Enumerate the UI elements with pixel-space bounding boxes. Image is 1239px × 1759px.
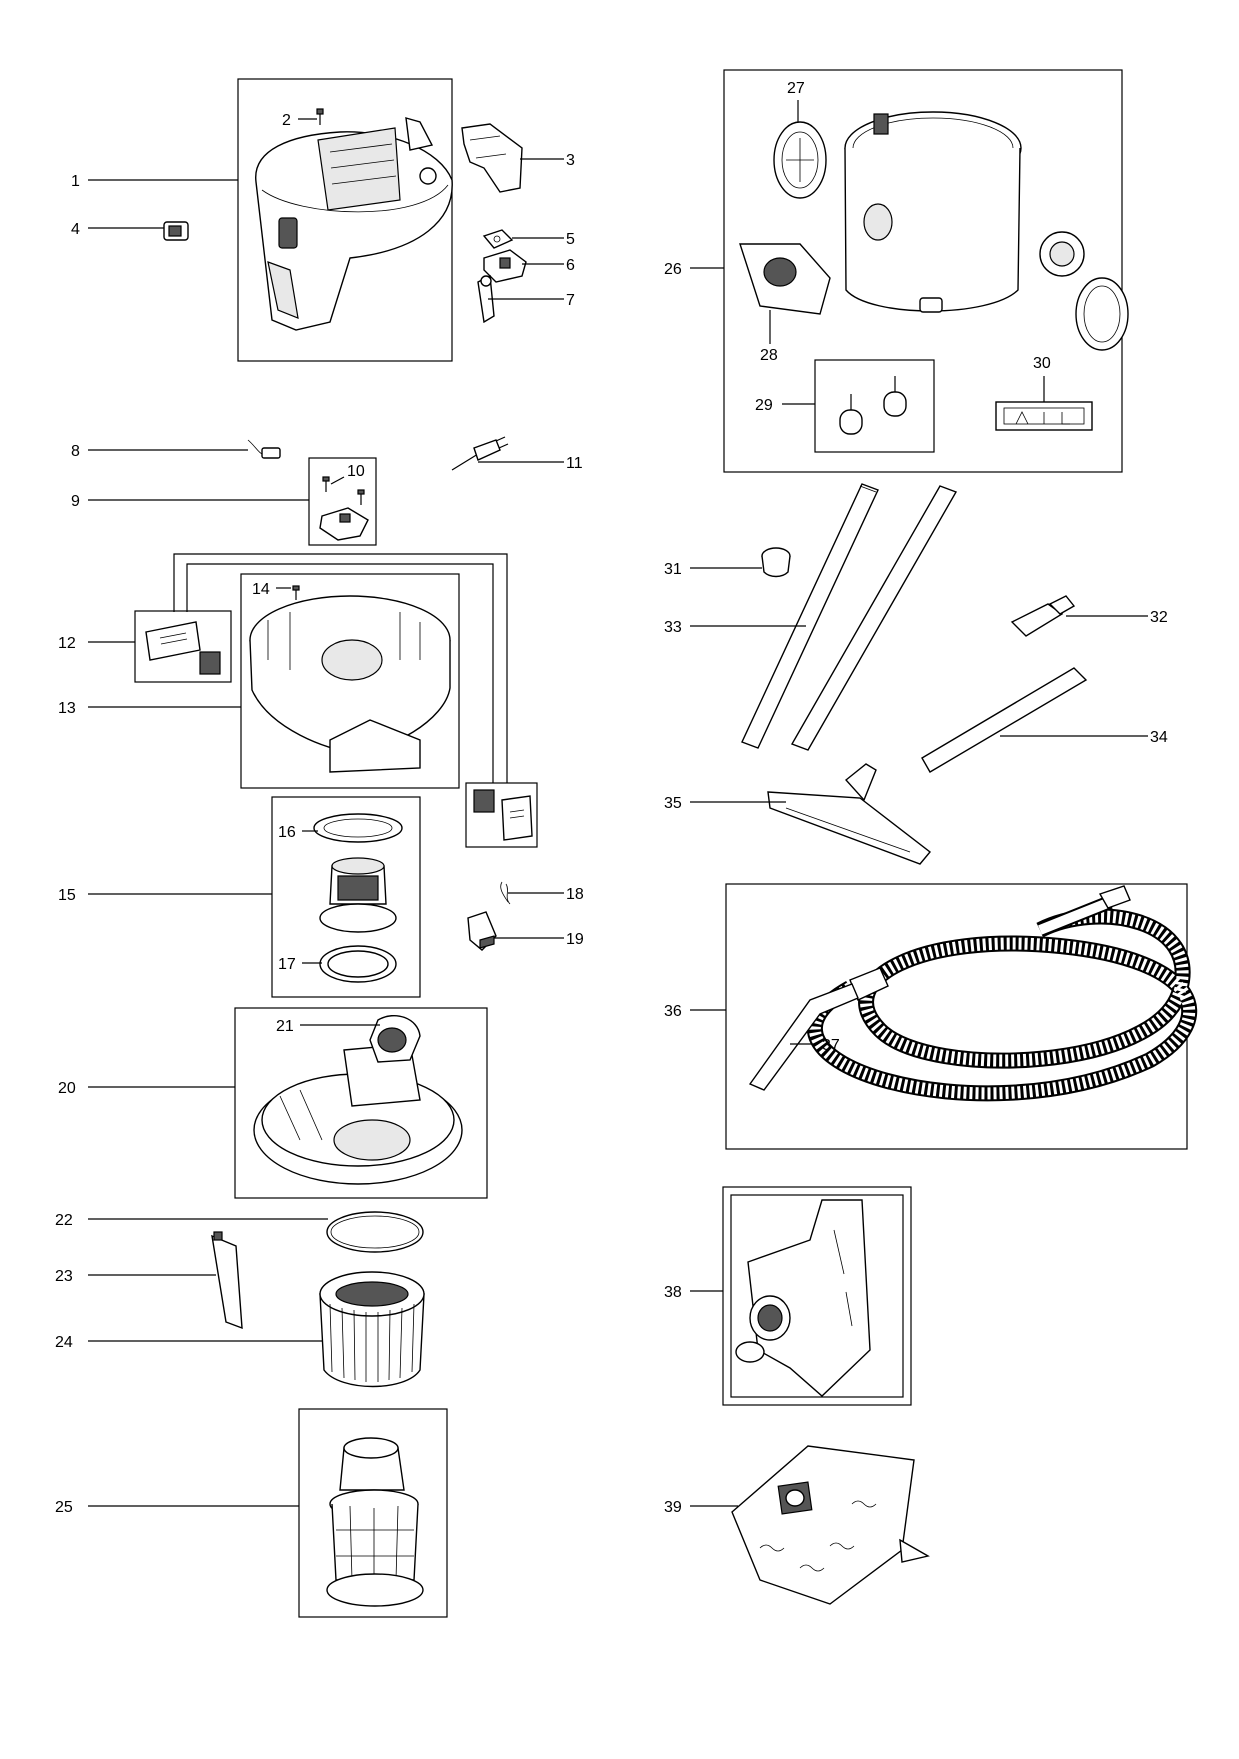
- part-31-adapter-ring: [761, 547, 791, 578]
- label-17: 17: [278, 956, 296, 973]
- part-20-filter-base: [253, 1015, 463, 1185]
- frame-part-38-inner: [730, 1194, 904, 1398]
- frame-part-20: [234, 1007, 488, 1199]
- part-30-label: [995, 401, 1093, 431]
- label-8: 8: [71, 443, 80, 460]
- part-7-latch: [477, 274, 495, 324]
- label-37: 37: [822, 1037, 840, 1054]
- frame-part-12-left: [134, 610, 232, 683]
- part-12-cover-right: [473, 789, 533, 841]
- part-18-wire-clip: [500, 881, 511, 905]
- label-10: 10: [347, 463, 365, 480]
- part-27-wheel: [773, 121, 827, 199]
- part-10-screws: [322, 476, 365, 505]
- part-5-pad: [482, 229, 514, 249]
- label-27: 27: [787, 80, 805, 97]
- label-32: 32: [1150, 609, 1168, 626]
- part-8-carbon-brush: [247, 439, 281, 459]
- part-15-motor: [313, 813, 403, 983]
- label-29: 29: [755, 397, 773, 414]
- frame-part-38-outer: [722, 1186, 912, 1406]
- part-28-inlet: [739, 243, 831, 315]
- frame-part-13: [240, 573, 460, 789]
- part-2-screw: [316, 108, 324, 125]
- part-37-bent-wand: [748, 983, 859, 1091]
- label-24: 24: [55, 1334, 73, 1351]
- part-3-clip: [461, 123, 523, 193]
- frame-part-29: [814, 359, 935, 453]
- label-39: 39: [664, 1499, 682, 1516]
- label-25: 25: [55, 1499, 73, 1516]
- label-22: 22: [55, 1212, 73, 1229]
- label-34: 34: [1150, 729, 1168, 746]
- label-36: 36: [664, 1003, 682, 1020]
- label-26: 26: [664, 261, 682, 278]
- frame-part-9: [308, 457, 377, 546]
- label-35: 35: [664, 795, 682, 812]
- part-33-extension-tubes: [741, 483, 958, 751]
- label-1: 1: [71, 173, 80, 190]
- part-22-seal-inner: [330, 1215, 420, 1249]
- part-34-crevice-tool: [921, 667, 1088, 773]
- frame-part-26: [723, 69, 1123, 473]
- label-6: 6: [566, 257, 575, 274]
- part-6-holder: [483, 249, 527, 283]
- part-11-power-plug: [451, 436, 509, 471]
- part-24-cartridge-filter: [319, 1271, 425, 1388]
- part-25-float-cage: [326, 1437, 424, 1607]
- label-31: 31: [664, 561, 682, 578]
- label-7: 7: [566, 292, 575, 309]
- part-26-container: [844, 111, 1129, 351]
- label-30: 30: [1033, 355, 1051, 372]
- label-38: 38: [664, 1284, 682, 1301]
- bracket-part-12-outer: [173, 553, 508, 783]
- label-16: 16: [278, 824, 296, 841]
- bracket-part-12-inner: [186, 563, 494, 783]
- label-20: 20: [58, 1080, 76, 1097]
- part-23-flap: [211, 1231, 243, 1330]
- part-1-motor-head: [255, 117, 453, 331]
- label-9: 9: [71, 493, 80, 510]
- label-23: 23: [55, 1268, 73, 1285]
- part-39-paper-bag: [731, 1445, 930, 1605]
- label-5: 5: [566, 231, 575, 248]
- part-9-bracket: [319, 507, 369, 541]
- label-4: 4: [71, 221, 80, 238]
- frame-part-12-right: [465, 782, 538, 848]
- label-28: 28: [760, 347, 778, 364]
- label-14: 14: [252, 581, 270, 598]
- label-3: 3: [566, 152, 575, 169]
- label-18: 18: [566, 886, 584, 903]
- label-21: 21: [276, 1018, 294, 1035]
- part-35-floor-nozzle: [767, 763, 932, 865]
- frame-part-25: [298, 1408, 448, 1618]
- part-36-hose: [806, 885, 1198, 1102]
- label-19: 19: [566, 931, 584, 948]
- leader-lines: [88, 100, 1148, 1507]
- part-22-seal-ring: [326, 1211, 424, 1253]
- label-15: 15: [58, 887, 76, 904]
- part-38-dust-bag: [735, 1199, 871, 1397]
- part-29-castors: [839, 376, 907, 435]
- label-33: 33: [664, 619, 682, 636]
- label-11: 11: [566, 455, 583, 472]
- label-2: 2: [282, 112, 291, 129]
- label-13: 13: [58, 700, 76, 717]
- part-12-cover-left: [145, 621, 221, 675]
- frame-part-15: [271, 796, 421, 998]
- frame-part-1: [237, 78, 453, 362]
- part-13-motor-housing: [249, 585, 451, 773]
- part-4-switch: [163, 221, 189, 241]
- part-numbers: 1 2 3 4 5 6 7 8 9 10 11 12 13 14 15 16 1…: [55, 80, 1168, 1516]
- label-12: 12: [58, 635, 76, 652]
- part-32-upholstery-nozzle: [1010, 595, 1076, 637]
- part-19-holder: [467, 911, 497, 951]
